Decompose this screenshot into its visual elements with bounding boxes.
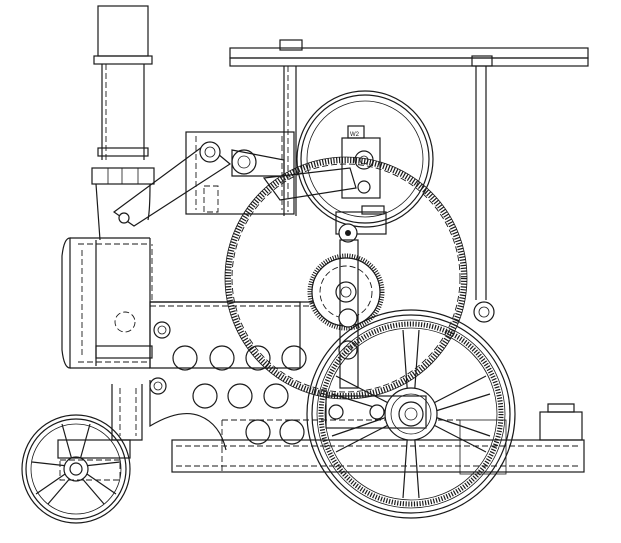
chimney — [91, 5, 155, 241]
boiler-bolts — [149, 321, 171, 395]
flywheel: W2 — [296, 90, 434, 228]
connecting-rod — [112, 141, 357, 227]
canopy-rail — [229, 39, 589, 300]
linkage-column — [335, 205, 495, 389]
boiler-tubes — [172, 345, 307, 445]
large-spur-gear — [224, 156, 468, 400]
boiler — [61, 237, 340, 451]
front-wheel — [21, 414, 131, 524]
rear-wheel — [306, 309, 516, 519]
part-label: W2 — [350, 132, 360, 138]
